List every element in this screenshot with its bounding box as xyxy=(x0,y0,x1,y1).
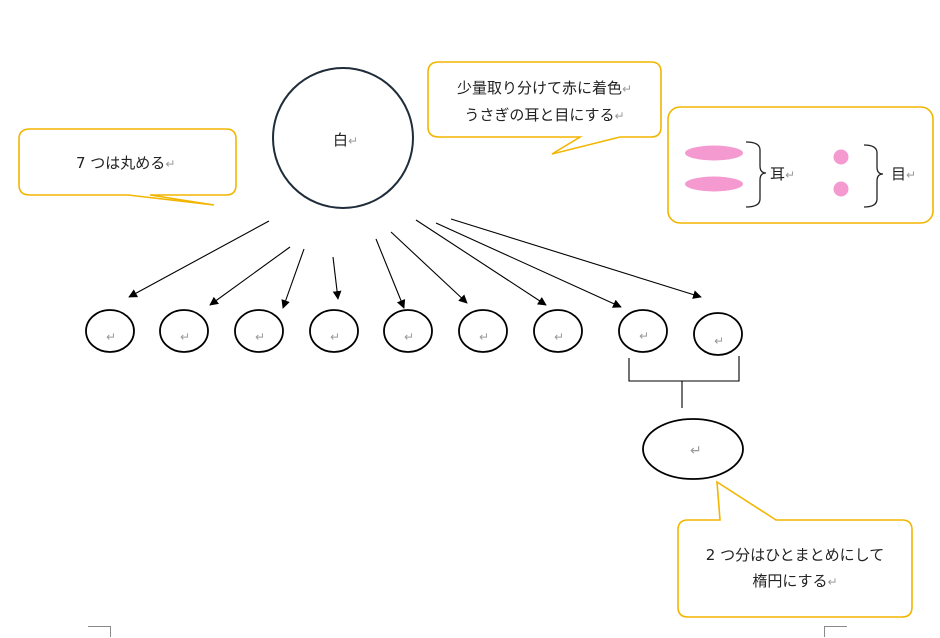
ball-mark-5: ↵ xyxy=(404,330,415,344)
callout-bottom-bubble xyxy=(677,480,913,618)
arrow-3 xyxy=(281,248,305,309)
arrow-9 xyxy=(450,218,702,299)
ball-mark-7: ↵ xyxy=(554,330,565,344)
arrow-1 xyxy=(128,220,270,298)
small-ball-6 xyxy=(458,309,508,353)
eye-pink-dot-2 xyxy=(833,181,849,197)
main-circle-label: 白↵ xyxy=(333,131,359,149)
page-corner-mark-right xyxy=(824,626,847,637)
callout-top-line-2: うさぎの耳と目にする xyxy=(464,106,615,124)
callout-bottom-line-2: 楕円にする xyxy=(752,572,828,590)
callout-bottom-line-1: 2 つ分はひとまとめにして xyxy=(705,546,885,564)
combined-oval xyxy=(642,418,744,480)
arrow-7 xyxy=(415,219,547,306)
arrow-4 xyxy=(332,256,342,300)
callout-bottom-text: 2 つ分はひとまとめにして 楕円にする↵ xyxy=(705,546,885,590)
small-ball-3 xyxy=(234,309,284,353)
ball-mark-1: ↵ xyxy=(106,330,117,344)
arrow-2 xyxy=(209,246,291,306)
callout-top-bubble xyxy=(427,61,662,155)
ball-mark-3: ↵ xyxy=(255,330,266,344)
ball-mark-6: ↵ xyxy=(479,330,490,344)
arrow-5 xyxy=(375,238,406,309)
arrow-6 xyxy=(390,231,468,304)
callout-left-text: 7 つは丸める↵ xyxy=(76,154,176,172)
ball-mark-4: ↵ xyxy=(330,330,341,344)
small-ball-5 xyxy=(383,309,433,353)
small-balls xyxy=(85,309,743,356)
small-ball-1 xyxy=(85,309,135,353)
legend-box xyxy=(667,106,934,224)
oval-mark: ↵ xyxy=(690,443,702,459)
ball-mark-9: ↵ xyxy=(714,334,725,348)
callout-top-text: 少量取り分けて赤に着色↵ うさぎの耳と目にする↵ xyxy=(456,79,633,124)
ball-mark-8: ↵ xyxy=(639,329,650,343)
small-ball-2 xyxy=(159,309,209,353)
ear-pink-shape-1 xyxy=(685,145,743,161)
small-ball-8 xyxy=(618,309,668,353)
group-bracket xyxy=(628,356,740,408)
ear-pink-shape-2 xyxy=(685,176,743,192)
callout-top-line-1: 少量取り分けて赤に着色 xyxy=(456,79,622,97)
eye-pink-dot-1 xyxy=(833,149,849,165)
callout-left-bubble xyxy=(18,128,237,206)
eye-label: 目↵ xyxy=(891,165,917,183)
arrow-8 xyxy=(435,222,622,308)
arrows xyxy=(128,218,702,309)
small-ball-7 xyxy=(533,309,583,353)
small-ball-9 xyxy=(693,312,743,356)
eye-brace xyxy=(863,144,884,208)
ball-mark-2: ↵ xyxy=(180,330,191,344)
main-dough-circle xyxy=(272,67,414,209)
ear-label: 耳↵ xyxy=(770,165,796,183)
ear-brace xyxy=(745,141,767,208)
small-ball-4 xyxy=(309,309,359,353)
page-corner-mark-left xyxy=(88,626,111,637)
